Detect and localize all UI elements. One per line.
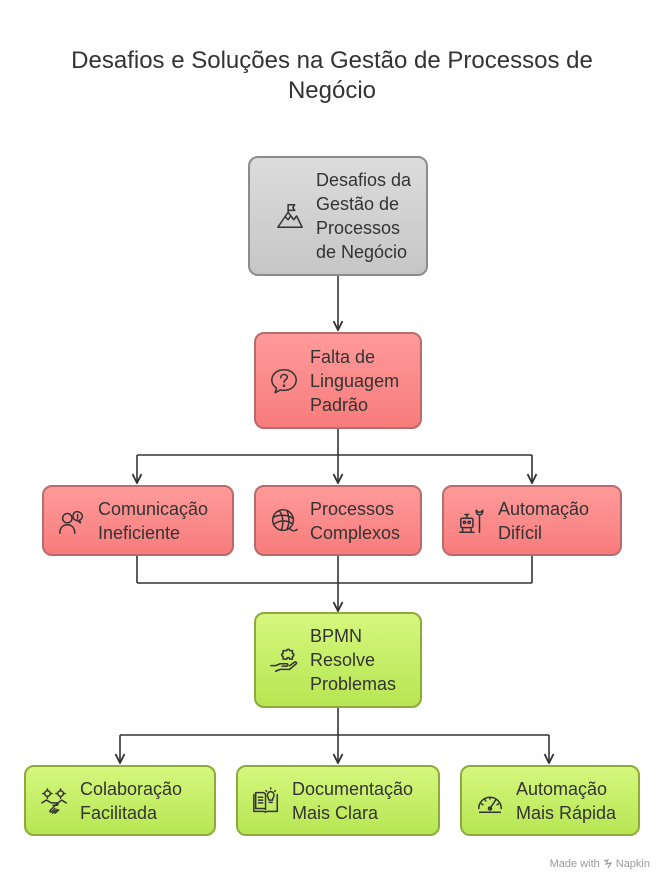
node-desafios-gestao: Desafios da Gestão de Processos de Negóc… [248,156,428,276]
mountain-flag-icon [272,198,308,234]
node-automacao-dificil: Automação Difícil [442,485,622,556]
speedometer-icon [472,783,508,819]
node-bpmn-resolve-label: BPMN Resolve Problemas [310,626,397,694]
robot-wrench-icon [454,503,490,539]
napkin-watermark: Made with Napkin [550,858,650,870]
node-automacao-rapida-label: Automação Mais Rápida [516,778,617,823]
person-speaking-icon [54,503,90,539]
napkin-logo-icon [603,859,613,869]
footer-made-with: Made with [549,858,600,870]
node-falta-linguagem-label: Falta de Linguagem Padrão [310,346,400,415]
node-documentacao-clara: Documentação Mais Clara [236,765,440,836]
handshake-gears-icon [36,783,72,819]
diagram-title: Desafios e Soluções na Gestão de Process… [32,46,632,106]
hand-puzzle-icon [266,642,302,678]
book-lightbulb-icon [248,783,284,819]
node-desafios-gestao-label: Desafios da Gestão de Processos de Negóc… [316,170,412,262]
node-processos-complexos: Processos Complexos [254,485,422,556]
node-automacao-dificil-label: Automação Difícil [498,498,590,543]
node-falta-linguagem: Falta de Linguagem Padrão [254,332,422,429]
tangled-yarn-icon [266,503,302,539]
diagram-title-line-2: Negócio [287,77,377,104]
question-bubble-icon [266,363,302,399]
node-automacao-rapida: Automação Mais Rápida [460,765,640,836]
node-colaboracao-facilitada-label: Colaboração Facilitada [80,778,183,823]
node-bpmn-resolve: BPMN Resolve Problemas [254,612,422,708]
footer-brand: Napkin [615,858,650,870]
node-processos-complexos-label: Processos Complexos [310,498,401,543]
node-comunicacao-ineficiente-label: Comunicação Ineficiente [98,498,209,543]
node-colaboracao-facilitada: Colaboração Facilitada [24,765,216,836]
diagram-title-line-1: Desafios e Soluções na Gestão de Process… [71,47,593,74]
node-documentacao-clara-label: Documentação Mais Clara [292,778,414,823]
node-comunicacao-ineficiente: Comunicação Ineficiente [42,485,234,556]
